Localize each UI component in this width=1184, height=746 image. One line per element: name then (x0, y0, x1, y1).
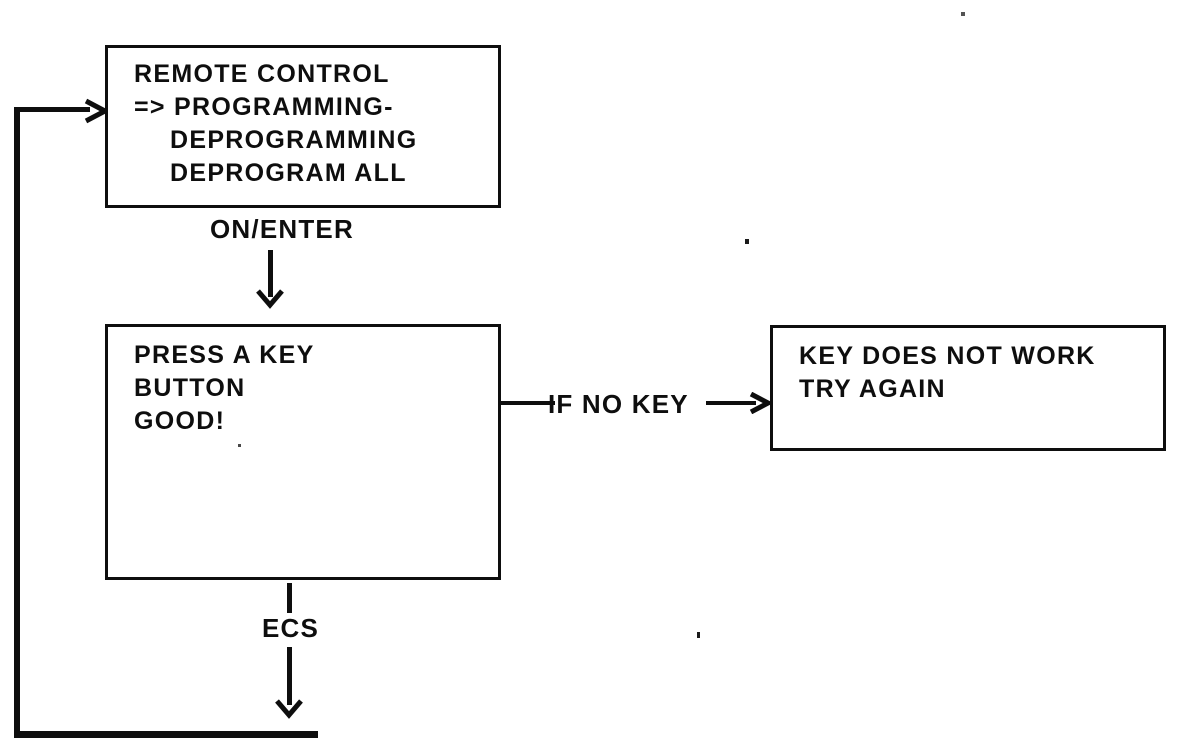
node-remote-control-menu: REMOTE CONTROL => PROGRAMMING- DEPROGRAM… (105, 45, 501, 208)
arrowhead-right-icon (749, 392, 772, 414)
node-text-line: REMOTE CONTROL (134, 60, 390, 88)
node-text-line: DEPROGRAMMING (170, 126, 418, 154)
node-text-line: PRESS A KEY (134, 341, 315, 369)
scan-speck (745, 239, 749, 244)
arrowhead-down-icon (275, 699, 303, 719)
node-text-line: DEPROGRAM ALL (170, 159, 407, 187)
edge-label-if-no-key: IF NO KEY (548, 389, 689, 419)
node-text-line: => PROGRAMMING- (134, 93, 394, 121)
edge-label-on-enter: ON/ENTER (210, 214, 354, 244)
edge-label-ecs: ECS (262, 613, 320, 643)
arrow-right-if-no-key (706, 401, 756, 405)
edge-line-if-no-key (501, 401, 555, 405)
node-press-a-key: PRESS A KEY BUTTON GOOD! (105, 324, 501, 580)
scan-speck (238, 444, 241, 447)
arrowhead-right-icon (84, 98, 108, 124)
loop-line-bottom (14, 731, 318, 738)
arrow-down-ecs (287, 647, 292, 705)
arrow-down-on-enter (268, 250, 273, 297)
edge-line-ecs (287, 583, 292, 613)
scan-speck (697, 632, 700, 638)
node-text-line: KEY DOES NOT WORK (799, 342, 1096, 370)
node-text-line: TRY AGAIN (799, 375, 946, 403)
arrowhead-down-icon (256, 289, 284, 309)
node-text-line: BUTTON (134, 374, 246, 402)
loop-line-left (14, 108, 20, 738)
node-text-line: GOOD! (134, 407, 226, 435)
loop-line-top (14, 107, 90, 112)
scan-speck (961, 12, 965, 16)
node-key-does-not-work: KEY DOES NOT WORK TRY AGAIN (770, 325, 1166, 451)
